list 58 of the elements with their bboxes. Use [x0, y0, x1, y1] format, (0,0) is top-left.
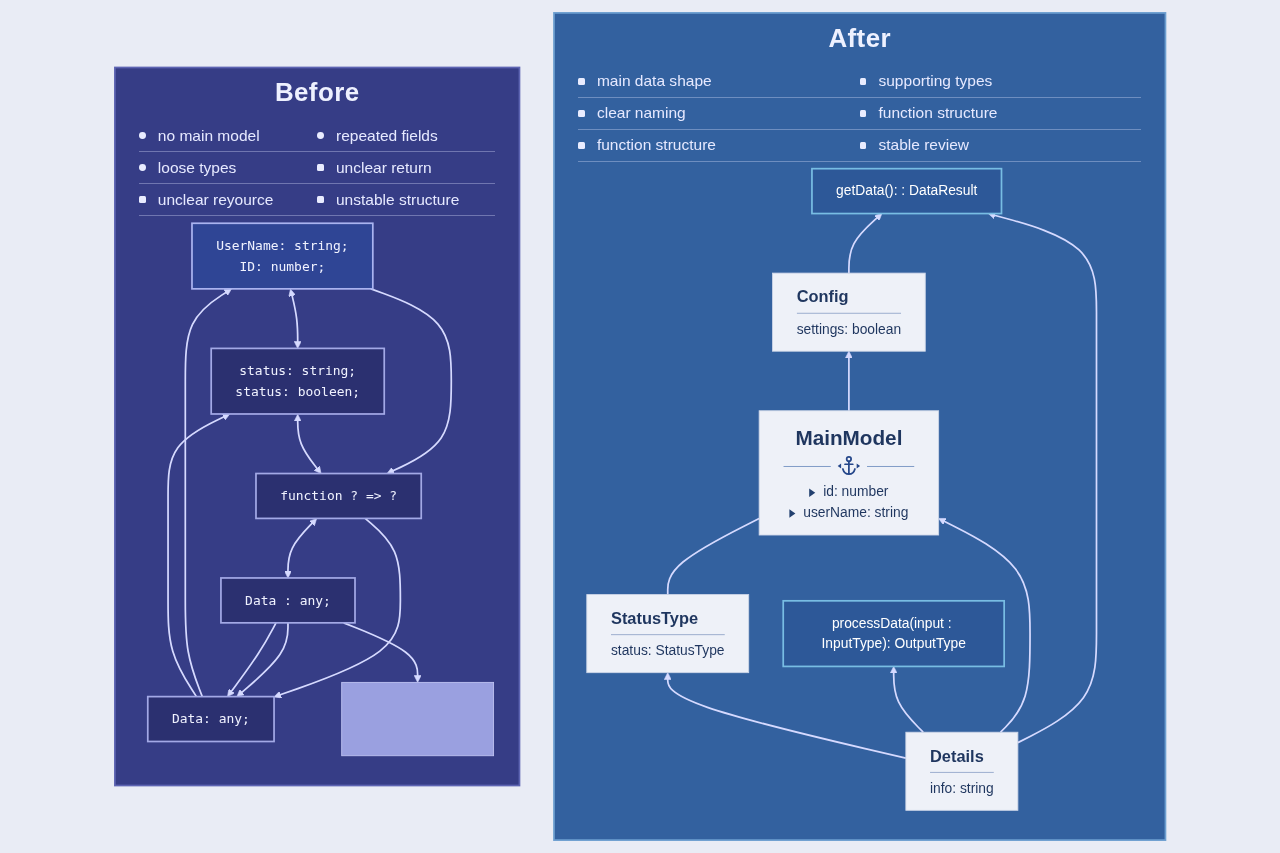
node-box [219, 577, 356, 624]
list-item: no main model [157, 126, 260, 145]
list-item: function structure [878, 104, 998, 123]
panel-title: Before [274, 76, 360, 109]
node-box [586, 594, 749, 674]
list-item: unclear reyource [157, 190, 274, 209]
arrow [844, 350, 853, 412]
arrow [889, 666, 924, 734]
code-line: status: booleen; [235, 383, 360, 400]
list-item: repeated fields [335, 126, 438, 145]
type-name: MainModel [794, 425, 904, 452]
list-item: stable review [878, 136, 970, 155]
list-item: clear naming [596, 104, 686, 123]
node-box [905, 731, 1019, 811]
code-line: Data : any; [244, 592, 331, 609]
field-line: id: number [823, 484, 889, 499]
list-item: function structure [596, 136, 716, 155]
list-item: supporting types [878, 72, 993, 91]
function-signature: getData(): : DataResult [835, 183, 978, 198]
code-line: Data: any; [171, 711, 250, 727]
node-box [758, 410, 939, 536]
cluster [113, 66, 521, 787]
node-box [210, 347, 385, 415]
code-line: status: string; [239, 363, 356, 379]
arrow [273, 517, 402, 699]
arrow [236, 621, 289, 697]
list-item: loose types [157, 158, 237, 177]
arrow [284, 518, 317, 579]
list-item: unstable structure [335, 190, 460, 209]
panel-title: After [828, 22, 891, 54]
field-line: userName: string [803, 504, 909, 520]
code-line: function ? => ? [279, 488, 397, 504]
arrow [847, 213, 883, 274]
cluster [552, 12, 1167, 841]
arrow [184, 288, 232, 698]
node-box [771, 272, 926, 352]
code-line: UserName: string; [215, 237, 349, 254]
list-item: main data shape [596, 72, 712, 91]
node-box [146, 695, 275, 743]
arrow [288, 288, 302, 349]
arrow [938, 518, 1031, 734]
arrow [227, 621, 277, 697]
type-name: Config [796, 286, 850, 308]
node-box [190, 222, 374, 290]
field-line: status: StatusType [610, 642, 725, 658]
function-signature: processData(input : InputType): OutputType [821, 615, 966, 651]
field-line: settings: boolean [796, 321, 901, 336]
type-name: Details [929, 745, 985, 767]
node-box [341, 681, 494, 757]
arrow [293, 414, 322, 474]
connector [666, 517, 760, 596]
node-box [254, 472, 422, 520]
arrow [167, 413, 230, 698]
type-name: StatusType [610, 608, 699, 630]
list-item: unclear return [335, 158, 432, 177]
arrow [663, 672, 907, 760]
code-line: ID: number; [239, 258, 326, 275]
field-line: info: string [929, 780, 994, 795]
